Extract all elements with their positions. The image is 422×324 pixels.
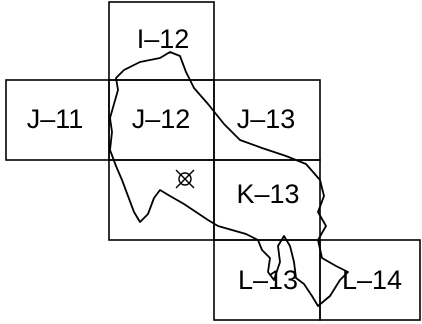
sheet-label-k-13: K–13 [236,179,299,209]
sheet-label-j-11: J–11 [27,104,84,134]
sheet-label-l-14: L–14 [342,265,402,295]
sheet-cell-blank [108,159,215,241]
sheet-cell-l-14 [319,239,421,321]
sheet-label-j-13: J–13 [237,104,296,134]
sheet-label-l-13: L–13 [238,265,298,295]
circle-x-icon [175,169,195,189]
sheet-label-i-12: I–12 [137,24,190,54]
area-outline [109,51,349,307]
sheet-label-j-12: J–12 [132,104,191,134]
